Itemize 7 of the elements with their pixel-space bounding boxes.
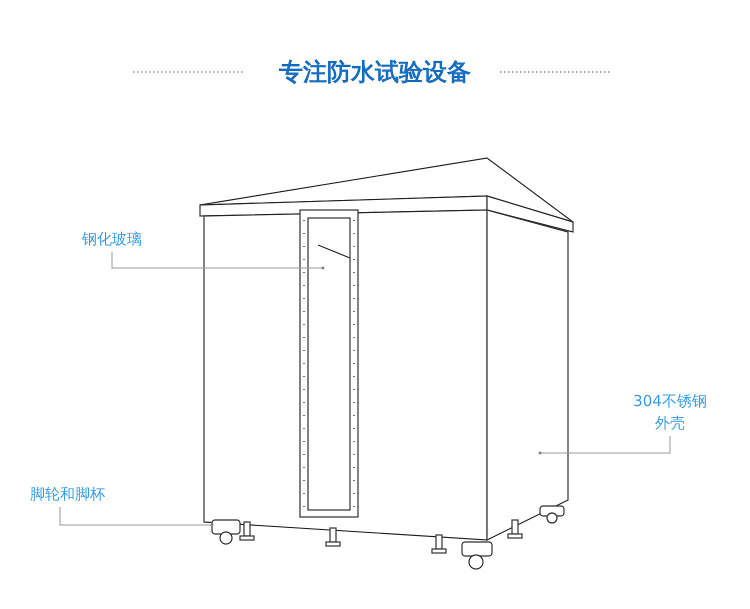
leader-line	[112, 252, 324, 270]
callout-label: 脚轮和脚杯	[30, 483, 120, 505]
callout-label: 304不锈钢外壳	[628, 390, 712, 434]
leader-line	[538, 436, 670, 454]
leader-line	[60, 506, 214, 526]
page-title: 专注防水试验设备	[278, 57, 472, 88]
callout-label: 钢化玻璃	[82, 228, 162, 250]
